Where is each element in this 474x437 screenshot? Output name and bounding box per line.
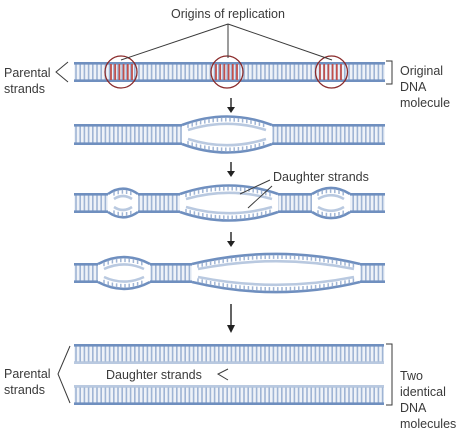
origin-of-replication-circle [104,55,138,89]
daughter-molecule-2-fill [74,385,384,405]
step2-bubble-left-parent-lower [107,210,139,219]
origin-of-replication-circle [314,55,349,89]
daughter-molecule-1-fill [74,344,384,364]
step3-bubble-left-clear [98,253,150,293]
daughter-molecule-2-bottom-backbone [74,402,384,405]
step2-bubble-center-daughter-upper [185,191,273,201]
step2-bubble-right-daughter-upper [317,193,345,201]
parental-strands-bottom-bracket [57,345,71,404]
two-identical-line3: DNA [400,401,427,415]
step1-bubble-daughter-lower [187,137,267,147]
parental-strands-top-line1: Parental [4,66,51,80]
two-identical-line1: Two [400,369,423,383]
daughter-strands-mid-pointers [239,179,273,209]
step3-bubble-left-daughter-upper [103,263,145,271]
step3-bubble-right-clear [192,249,360,297]
arrow-step-3-head [227,241,235,247]
daughter-strands-bottom-label: Daughter strands [106,368,202,382]
original-dna-line3: molecule [400,96,450,110]
two-identical-line4: molecules [400,417,456,431]
arrow-step-1-head [227,107,235,113]
daughter-strand-1 [74,361,384,364]
origin-pointer-lines [120,23,333,61]
two-identical-molecules [74,344,384,405]
daughter-strands-mid-label: Daughter strands [273,170,369,184]
step1-bubble-parent-upper [181,115,273,127]
molecules [74,55,385,405]
origins-of-replication-label: Origins of replication [171,7,285,21]
daughter-strand-2 [74,385,384,388]
replication-step-2 [74,181,385,225]
step2-bubble-center-parent-lower [179,210,279,222]
parental-strands-bottom-line1: Parental [4,367,51,381]
step2-bubble-center-parent-upper [179,184,279,196]
step3-bubble-right-daughter-lower [197,275,355,287]
step2-bubble-right-parent-upper [311,186,351,196]
step3-bubble-right-parent-lower [191,280,361,294]
original-dna-top-backbone [74,62,385,65]
step2-bubble-right-daughter-lower [317,205,345,213]
daughter-strands-bottom-bracket [216,368,229,381]
original-dna-line2: DNA [400,80,427,94]
process-arrows [227,98,235,333]
step2-bubble-center-daughter-lower [185,205,273,215]
step3-bubble-left-parent-upper [97,255,151,266]
step2-bubble-left-parent-upper [107,187,139,196]
arrow-step-2-head [227,171,235,177]
step1-bubble-daughter-upper [187,122,267,132]
step2-bubble-center-clear [180,181,278,225]
two-identical-line2: identical [400,385,446,399]
original-dna-bottom-backbone [74,79,385,82]
original-dna-bracket [386,60,393,85]
step2-bubble-right-parent-lower [311,210,351,220]
step2-bubble-left-daughter-lower [113,205,133,212]
replication-step-3 [74,249,385,297]
parental-strands-top-bracket [55,61,69,83]
step1-bubble-clear [182,112,272,157]
step1-bubble-parent-lower [181,142,273,154]
step3-bubble-right-parent-upper [191,252,361,266]
step3-bubble-left-daughter-lower [103,275,145,283]
parental-strands-bottom-line2: strands [4,383,45,397]
two-identical-bracket [386,343,393,406]
step2-bubble-left-daughter-upper [113,194,133,201]
original-dna-molecule [74,55,385,89]
step3-bubble-left-parent-lower [97,280,151,291]
origin-of-replication-circle [210,55,244,89]
arrow-step-4-head [227,325,235,333]
daughter-molecule-1-top-backbone [74,344,384,347]
replication-step-1 [74,112,385,157]
step3-bubble-right-daughter-upper [197,259,355,271]
parental-strands-top-line2: strands [4,82,45,96]
original-dna-line1: Original [400,64,443,78]
